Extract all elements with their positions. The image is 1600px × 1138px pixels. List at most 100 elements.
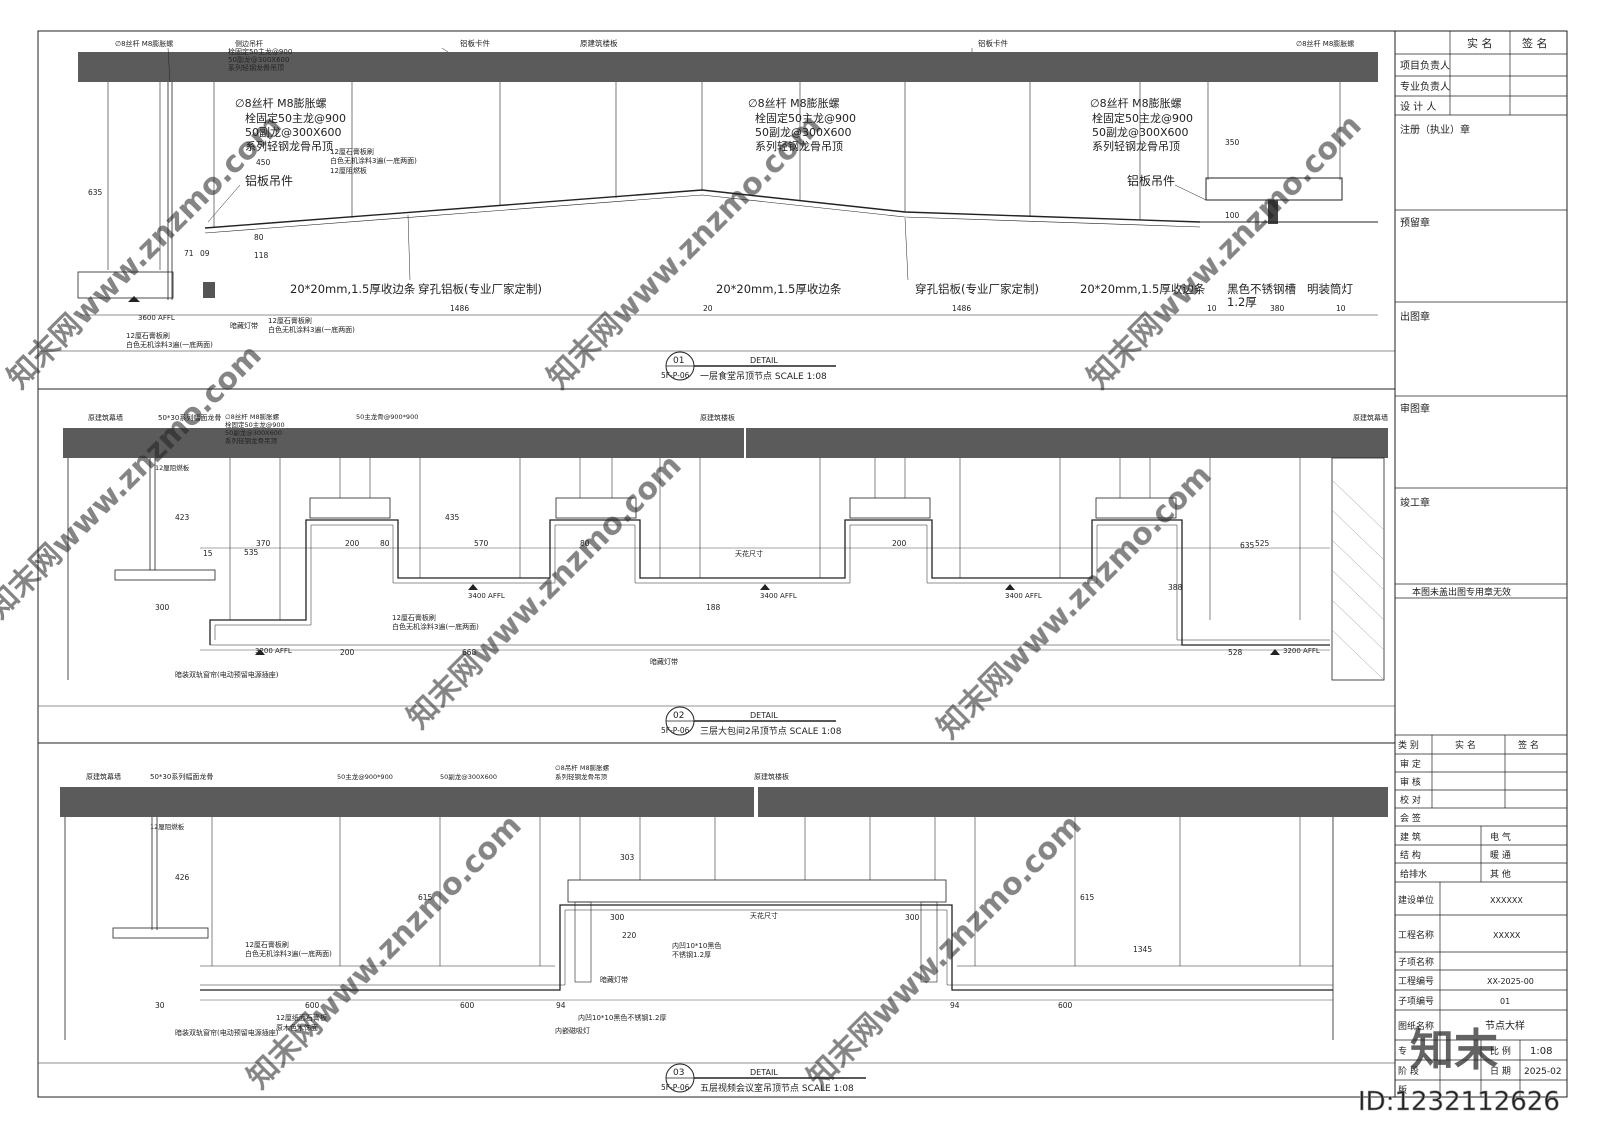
d2-level-c: 3400 AFFL (1005, 592, 1042, 600)
d1-dim-0: 635 (88, 188, 103, 197)
d1-big-bolt-b: 栓固定50主龙@900 (755, 111, 856, 125)
tb-version-label: 版 (1398, 1084, 1407, 1096)
d3-hidden-light: 暗藏灯带 (600, 975, 628, 984)
tb-role-2: 设 计 人 (1400, 100, 1436, 113)
d1-dim-2: 80 (254, 233, 264, 242)
d2-ceiling-size: 天花尺寸 (735, 549, 763, 558)
d3-paper-gypsum: 12厘纸面石膏板 (276, 1013, 327, 1022)
tb-disc-0a: 建 筑 (1400, 831, 1421, 843)
d1-dim-3: 118 (254, 251, 269, 260)
tb-role-0: 项目负责人 (1400, 59, 1450, 72)
tb-scale-label: 比 例 (1490, 1045, 1511, 1057)
d3-sub: 50副龙@300X600 (440, 772, 497, 781)
d1-dim-13: 100 (1225, 211, 1240, 220)
d1-slab: 原建筑楼板 (580, 38, 618, 48)
tb-info-1-value: XXXXX (1493, 931, 1521, 940)
d1-perf2: 穿孔铝板(专业厂家定制) (915, 282, 1039, 296)
tb-notice: 本图未盖出图专用章无效 (1412, 586, 1511, 598)
d1-side-rod: 侧边吊杆 (235, 39, 263, 48)
d2-ref: 5F-P-06 (661, 726, 690, 735)
tb-review-row-0: 审 定 (1400, 758, 1421, 770)
tb-stage-label: 阶 段 (1398, 1065, 1419, 1077)
tb-disc-1b: 暖 通 (1490, 849, 1511, 861)
d2-wall-left: 原建筑幕墙 (88, 413, 123, 422)
d3-dim-11: 1345 (1133, 945, 1152, 954)
d1-paint-b: 白色无机涂料3遍(一底两面) (268, 325, 355, 334)
d1-dim-4: 71 (184, 249, 194, 258)
d3-dim-8: 600 (460, 1001, 475, 1010)
d2-dim-3: 200 (345, 539, 360, 548)
d2-hidden-light: 暗藏灯带 (650, 657, 678, 666)
d2-dim-6: 80 (580, 539, 590, 548)
d2-fire: 12厘阻燃板 (155, 463, 190, 472)
d2-keel: 50*30系列幅面龙骨 (158, 413, 221, 422)
tb-date-value: 2025-02 (1524, 1067, 1562, 1077)
d1-thick: 1.2厚 (1227, 295, 1257, 309)
d1-title: 一层食堂吊顶节点 SCALE 1:08 (700, 370, 827, 382)
d1-clip1: 铝板卡件 (460, 38, 490, 48)
watermark-id: ID:1232112626 (1358, 1087, 1560, 1117)
tb-stamp-0: 注册（执业）章 (1400, 123, 1470, 136)
d2-level-b: 3400 AFFL (760, 592, 797, 600)
d1-gypsum-b: 12厘石膏板刷 (268, 316, 312, 325)
d3-ref: 5F-P-06 (661, 1083, 690, 1092)
d1-big-sys-c: 系列轻钢龙骨吊顶 (1092, 139, 1180, 153)
tb-disc-2a: 给排水 (1400, 868, 1427, 880)
watermark-text-4: 知末网www.znzmo.com (0, 338, 269, 626)
d2-dim-2: 370 (256, 539, 271, 548)
d2-slab: 原建筑楼板 (700, 413, 735, 422)
d1-edge1: 20*20mm,1.5厚收边条 (290, 282, 416, 296)
d2-dim-13: 668 (462, 648, 477, 657)
d1-big-sys-b: 系列轻钢龙骨吊顶 (755, 139, 843, 153)
d1-big-rod-a: ∅8丝杆 M8膨胀螺 (235, 96, 327, 110)
d3-dim-10: 615 (1080, 893, 1095, 902)
d1-rod-left: ∅8丝杆 M8膨胀螺 (115, 39, 173, 48)
slab-03a (60, 787, 754, 817)
d2-dim-4: 80 (380, 539, 390, 548)
d2-dim-5: 570 (474, 539, 489, 548)
d1-downlight: 明装筒灯 (1307, 282, 1353, 296)
slab-01 (78, 52, 1378, 82)
d1-paint-a: 白色无机涂料3遍(一底两面) (330, 156, 417, 165)
d1-steel-slot: 黑色不锈钢槽 (1227, 282, 1296, 296)
d3-paint: 白色无机涂料3遍(一底两面) (245, 949, 332, 958)
tb-head-name: 实 名 (1467, 36, 1493, 50)
tb-info-3-label: 工程编号 (1398, 975, 1434, 987)
d2-main: 50主龙骨@900*900 (356, 412, 418, 421)
d2-curtain: 暗装双轨窗帘(电动预留电源插座) (175, 670, 279, 679)
d2-dim-1: 535 (244, 548, 259, 557)
d2-dim-0: 423 (175, 513, 190, 522)
d3-number: 03 (673, 1068, 684, 1078)
d1-dim-12: 350 (1225, 138, 1240, 147)
d1-hidden-light: 暗藏灯带 (230, 321, 258, 330)
d1-dim-5: 09 (200, 249, 210, 258)
d1-rod-right: ∅8丝杆 M8膨胀螺 (1296, 39, 1354, 48)
tb-spec-label: 专 (1398, 1045, 1407, 1057)
d3-tag: DETAIL (750, 1068, 778, 1077)
tb-info-0-value: XXXXXX (1490, 896, 1523, 905)
d2-number: 02 (673, 711, 684, 721)
d2-dim-16: 300 (155, 603, 170, 612)
d1-big-rod-c: ∅8丝杆 M8膨胀螺 (1090, 96, 1182, 110)
d1-big-rod-b: ∅8丝杆 M8膨胀螺 (748, 96, 840, 110)
d1-gypsum-a: 12厘石膏板刷 (330, 147, 374, 156)
d1-paint-c: 白色无机涂料3遍(一底两面) (126, 340, 213, 349)
d2-dim-15: 528 (1228, 648, 1243, 657)
d3-dim-6: 600 (305, 1001, 320, 1010)
d2-dim-14: 188 (706, 603, 721, 612)
tb-disc-1a: 结 构 (1400, 849, 1421, 861)
d1-perf1: 穿孔铝板(专业厂家定制) (418, 282, 542, 296)
tb-date-label: 日 期 (1490, 1066, 1511, 1077)
d1-dim-1: 450 (256, 158, 271, 167)
d2-dim-12: 200 (340, 648, 355, 657)
d3-dim-1: 615 (418, 893, 433, 902)
d1-number: 01 (673, 356, 684, 366)
d2-level-a: 3400 AFFL (468, 592, 505, 600)
d1-bolt-left: 栓固定50主龙@900 (228, 47, 292, 56)
d1-big-sub-b: 50副龙@300X600 (755, 126, 852, 139)
d1-big-bolt-a: 栓固定50主龙@900 (245, 111, 346, 125)
d3-dim-7: 94 (556, 1001, 566, 1010)
d1-sub-left: 50副龙@300X600 (228, 55, 289, 64)
tb-stamp-3: 审图章 (1400, 402, 1430, 415)
d1-level: 3600 AFFL (138, 314, 175, 322)
